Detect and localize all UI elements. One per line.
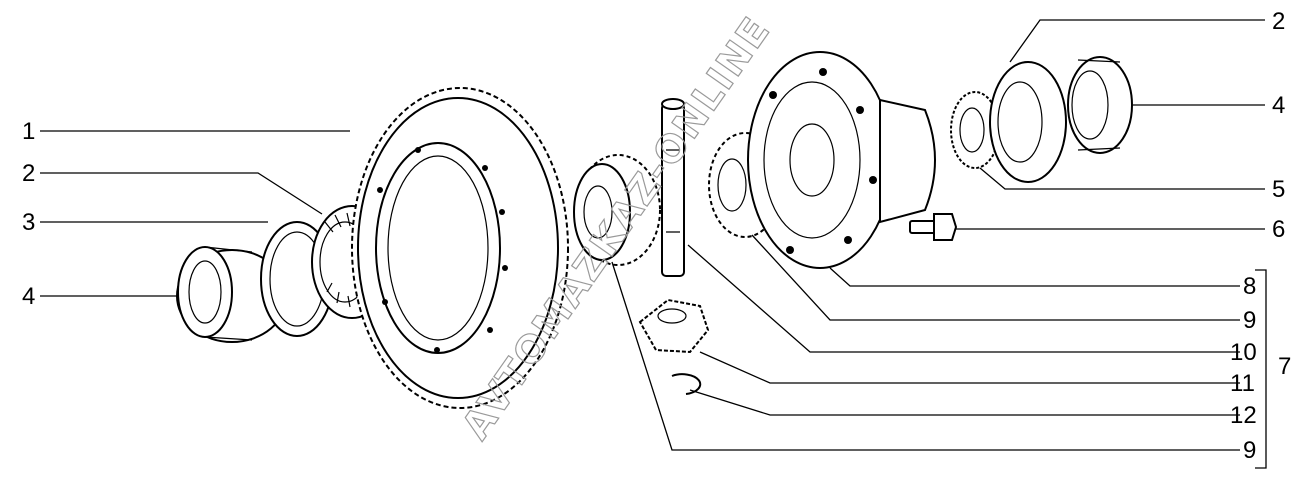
part-pinion-shaft	[661, 98, 685, 277]
part-bolt	[909, 213, 958, 241]
callout-right-2: 2	[1272, 8, 1285, 35]
part-bearing-cup-left	[176, 246, 288, 343]
callout-right-5: 5	[1272, 176, 1285, 203]
callout-right-4: 4	[1272, 92, 1285, 119]
callout-right-12: 12	[1230, 402, 1257, 429]
callout-right-8: 8	[1243, 273, 1256, 300]
part-bearing-cup-right	[1067, 56, 1133, 154]
callout-left-4: 4	[22, 283, 35, 310]
part-pinion-gear	[638, 298, 710, 354]
part-side-gear-left	[573, 154, 661, 266]
callout-right-9a: 9	[1243, 307, 1256, 334]
callout-left-1: 1	[22, 118, 35, 145]
part-ring-gear	[351, 87, 569, 409]
part-circlip	[671, 373, 702, 395]
callout-left-3: 3	[22, 209, 35, 236]
callout-left-2: 2	[22, 160, 35, 187]
callout-right-10: 10	[1230, 339, 1257, 366]
callout-right-11: 11	[1230, 370, 1255, 397]
part-roller-bearing-right	[989, 61, 1067, 183]
callout-right-6: 6	[1272, 216, 1285, 243]
leader-lines	[40, 19, 1267, 469]
part-differential-housing	[747, 51, 936, 269]
callout-right-9b: 9	[1243, 437, 1256, 464]
callout-group-7: 7	[1278, 353, 1291, 380]
